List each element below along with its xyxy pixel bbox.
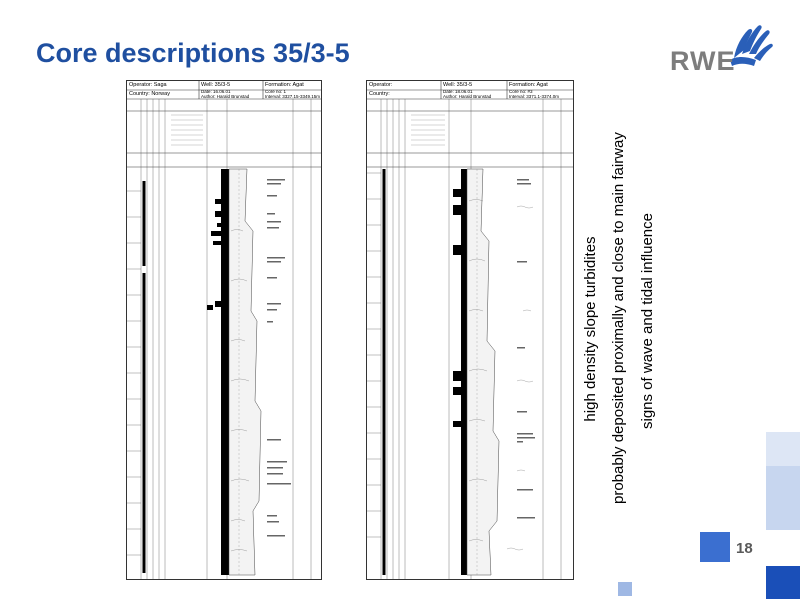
right-date: Date: 18.06.01 — [443, 89, 473, 94]
right-well: Well: 35/3-5 — [443, 82, 473, 88]
left-author: Author: Harald Brunstad — [201, 94, 250, 99]
core-log-left-drawing — [127, 81, 321, 579]
deco-square-white-gap — [766, 530, 800, 566]
caption-turbidites: high density slope turbidites — [582, 236, 599, 422]
rwe-logo: RWE — [664, 20, 776, 78]
left-interval: Interval: 3327.15-3349.15m — [265, 94, 321, 99]
left-country: Country: Norway — [129, 91, 170, 97]
deco-square-mid — [700, 532, 730, 562]
left-date: Date: 16.06.01 — [201, 89, 231, 94]
rwe-hand-icon — [730, 25, 773, 66]
deco-square-pale — [618, 582, 632, 596]
right-country: Country: — [369, 91, 390, 97]
right-operator: Operator: — [369, 82, 393, 88]
core-log-left: Operator: Saga Well: 35/3-5 Formation: A… — [126, 80, 322, 580]
right-interval: Interval: 3371.1-3374.0m — [509, 94, 560, 99]
page-number: 18 — [736, 540, 753, 557]
deco-square-light-small — [766, 432, 800, 466]
left-operator: Operator: Saga — [129, 82, 167, 88]
rwe-logo-text: RWE — [670, 46, 736, 76]
left-well: Well: 35/3-5 — [201, 82, 231, 88]
deco-square-deep — [766, 566, 800, 599]
core-log-right: Operator: Well: 35/3-5 Formation: Agat C… — [366, 80, 574, 580]
core-log-right-drawing — [367, 81, 573, 579]
slide-title: Core descriptions 35/3-5 — [36, 38, 350, 68]
caption-deposited: probably deposited proximally and close … — [610, 132, 627, 504]
deco-square-light-large — [766, 466, 800, 530]
caption-wave-tidal: signs of wave and tidal influence — [639, 213, 656, 429]
left-core: Core no: 1 — [265, 89, 287, 94]
right-formation: Formation: Agat — [509, 82, 548, 88]
left-formation: Formation: Agat — [265, 82, 304, 88]
right-author: Author: Harald Brunstad — [443, 94, 492, 99]
right-core: Core no: #3 — [509, 89, 533, 94]
